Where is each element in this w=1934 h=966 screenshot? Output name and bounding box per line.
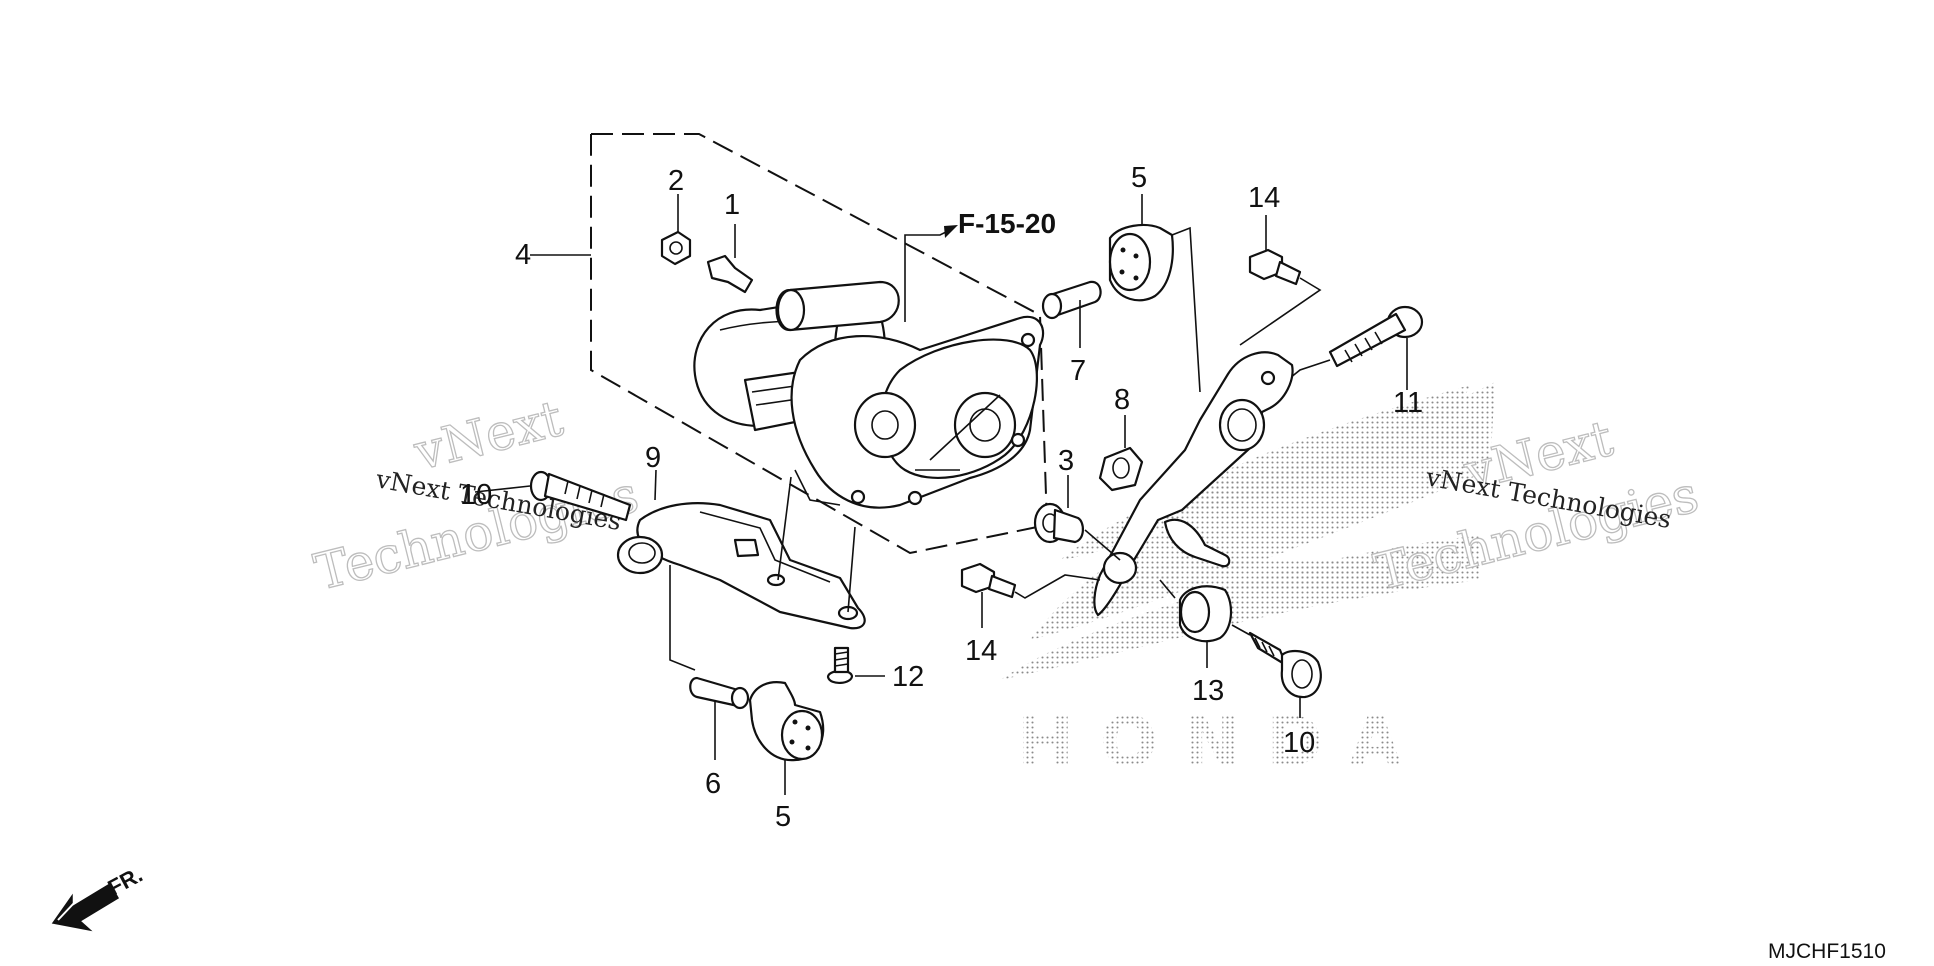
honda-logo-text: HONDA — [1017, 703, 1428, 782]
part-10-bolt-right: 10 — [1231, 624, 1322, 759]
diagram-code: MJCHF1510 — [1768, 940, 1886, 963]
part-11-long-bolt: 11 — [1274, 305, 1423, 419]
callout-14-upper: 14 — [1248, 182, 1280, 214]
assembly-4-outline — [530, 133, 1049, 555]
part-13-grommet: 13 — [1159, 579, 1233, 707]
leader-rubber-bracket — [1171, 226, 1201, 393]
part-14-bolt-lower: 14 — [960, 562, 1101, 667]
callout-3: 3 — [1058, 445, 1074, 477]
reference-label-f-15-20: F-15-20 — [958, 208, 1056, 239]
callout-5-upper: 5 — [1131, 162, 1147, 194]
part-6-collar: 6 — [669, 565, 750, 800]
callout-10-right: 10 — [1283, 727, 1315, 759]
honda-wordmark: HONDA — [1017, 703, 1428, 782]
part-3-damper: 3 — [1033, 445, 1121, 561]
callout-4: 4 — [515, 239, 531, 271]
front-direction-arrow: FR. — [51, 862, 147, 932]
part-5-rubber-lower: 5 — [748, 681, 825, 833]
watermark-left-line1: vNext — [408, 389, 568, 482]
part-1-screw: 1 — [706, 189, 754, 294]
callout-11: 11 — [1393, 387, 1423, 419]
callout-1: 1 — [724, 189, 740, 221]
callout-10-left: 10 — [460, 479, 492, 511]
part-12-screw: 12 — [826, 646, 924, 693]
part-8-grommet: 8 — [1098, 384, 1144, 492]
callout-2: 2 — [668, 165, 684, 197]
callout-9: 9 — [645, 442, 661, 474]
part-14-bolt-upper: 14 — [1239, 182, 1322, 346]
callout-6: 6 — [705, 768, 721, 800]
mounting-bracket — [1093, 351, 1294, 617]
callout-13: 13 — [1192, 675, 1224, 707]
callout-14-lower: 14 — [965, 635, 997, 667]
o-ring-left — [616, 535, 664, 575]
shift-motor-assembly — [693, 280, 1045, 509]
callout-5-lower: 5 — [775, 801, 791, 833]
part-7-collar: 7 — [1041, 280, 1102, 387]
callout-8: 8 — [1114, 384, 1130, 416]
part-5-rubber-upper: 5 — [1108, 162, 1174, 302]
callout-7: 7 — [1070, 355, 1086, 387]
part-10-bolt-left: 10 — [460, 470, 632, 522]
reference-arrow: F-15-20 — [904, 208, 1056, 322]
callout-12: 12 — [892, 661, 924, 693]
part-2-nut: 2 — [660, 165, 692, 266]
